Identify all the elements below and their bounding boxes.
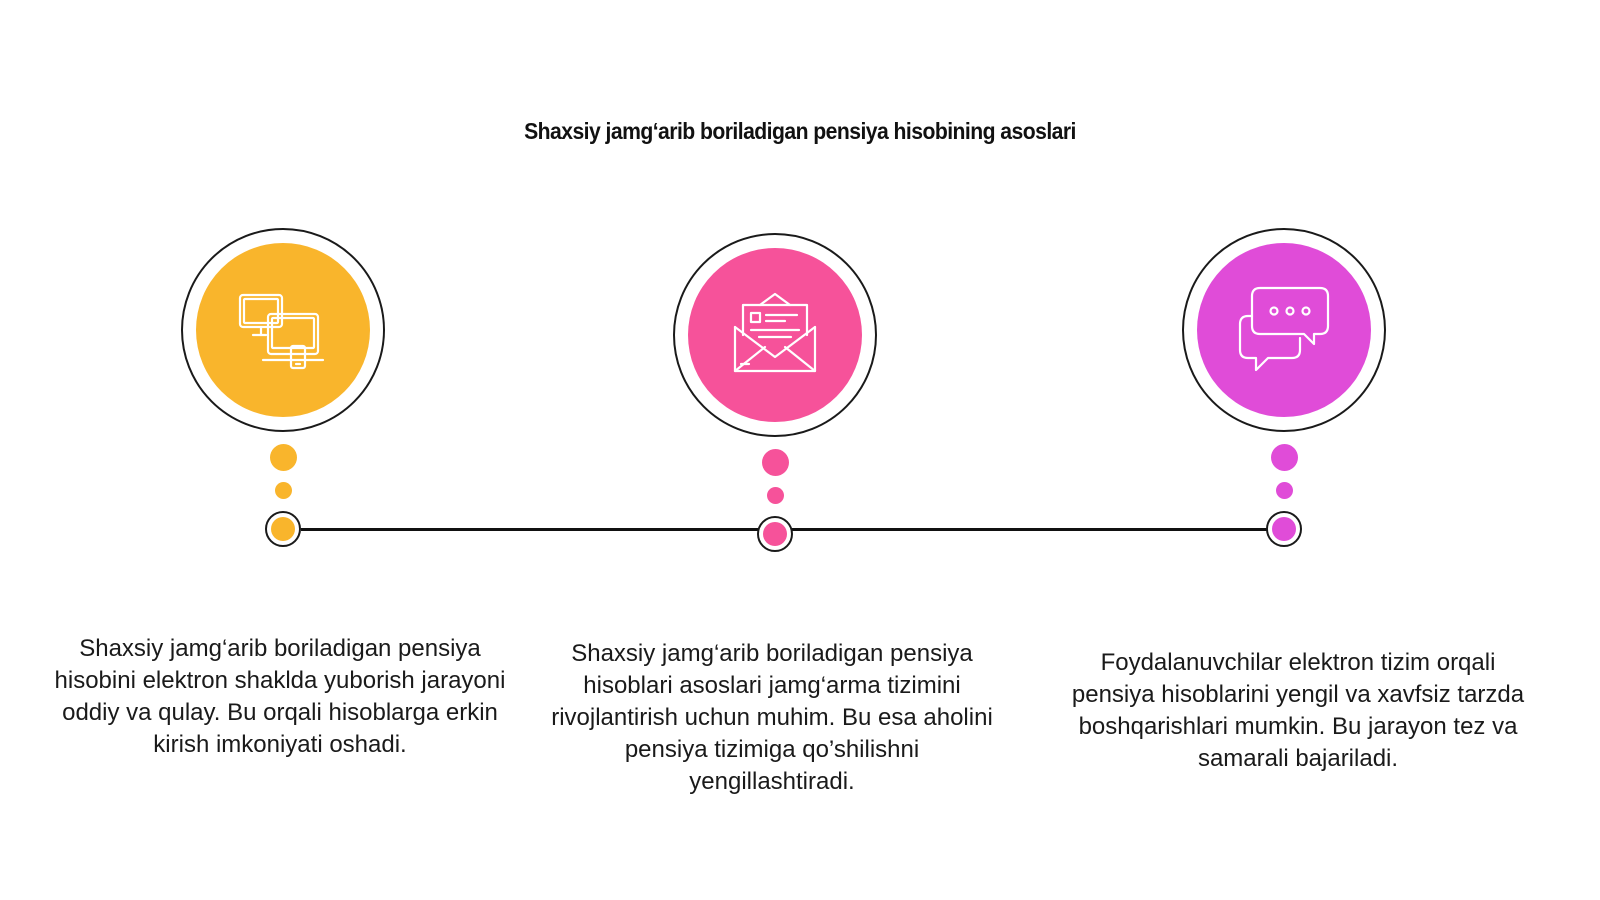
devices-icon	[238, 293, 325, 370]
step-3-icon-disc	[1197, 243, 1371, 417]
chat-bubbles-icon	[1238, 286, 1330, 372]
step-1-timeline-node	[265, 511, 301, 547]
step-2-dot-small	[767, 487, 784, 504]
step-3-dot-small	[1276, 482, 1293, 499]
step-1-icon-ring	[181, 228, 385, 432]
step-3-description: Foydalanuvchilar elektron tizim orqali p…	[1071, 649, 1525, 772]
step-3-dot-large	[1271, 444, 1298, 471]
step-1-dot-large	[270, 444, 297, 471]
mail-envelope-icon	[733, 292, 817, 373]
step-3-icon-ring	[1182, 228, 1386, 432]
step-1-icon-disc	[196, 243, 370, 417]
step-2-dot-large	[762, 449, 789, 476]
step-2-icon-disc	[688, 248, 862, 422]
step-1-dot-small	[275, 482, 292, 499]
diagram-title: Shaxsiy jamg‘arib boriladigan pensiya hi…	[524, 118, 1076, 144]
step-2-description: Shaxsiy jamg‘arib boriladigan pensiya hi…	[551, 640, 993, 795]
step-2-icon-ring	[673, 233, 877, 437]
step-2-timeline-node	[757, 516, 793, 552]
step-1-description: Shaxsiy jamg‘arib boriladigan pensiya hi…	[54, 635, 506, 758]
step-3-timeline-node	[1266, 511, 1302, 547]
